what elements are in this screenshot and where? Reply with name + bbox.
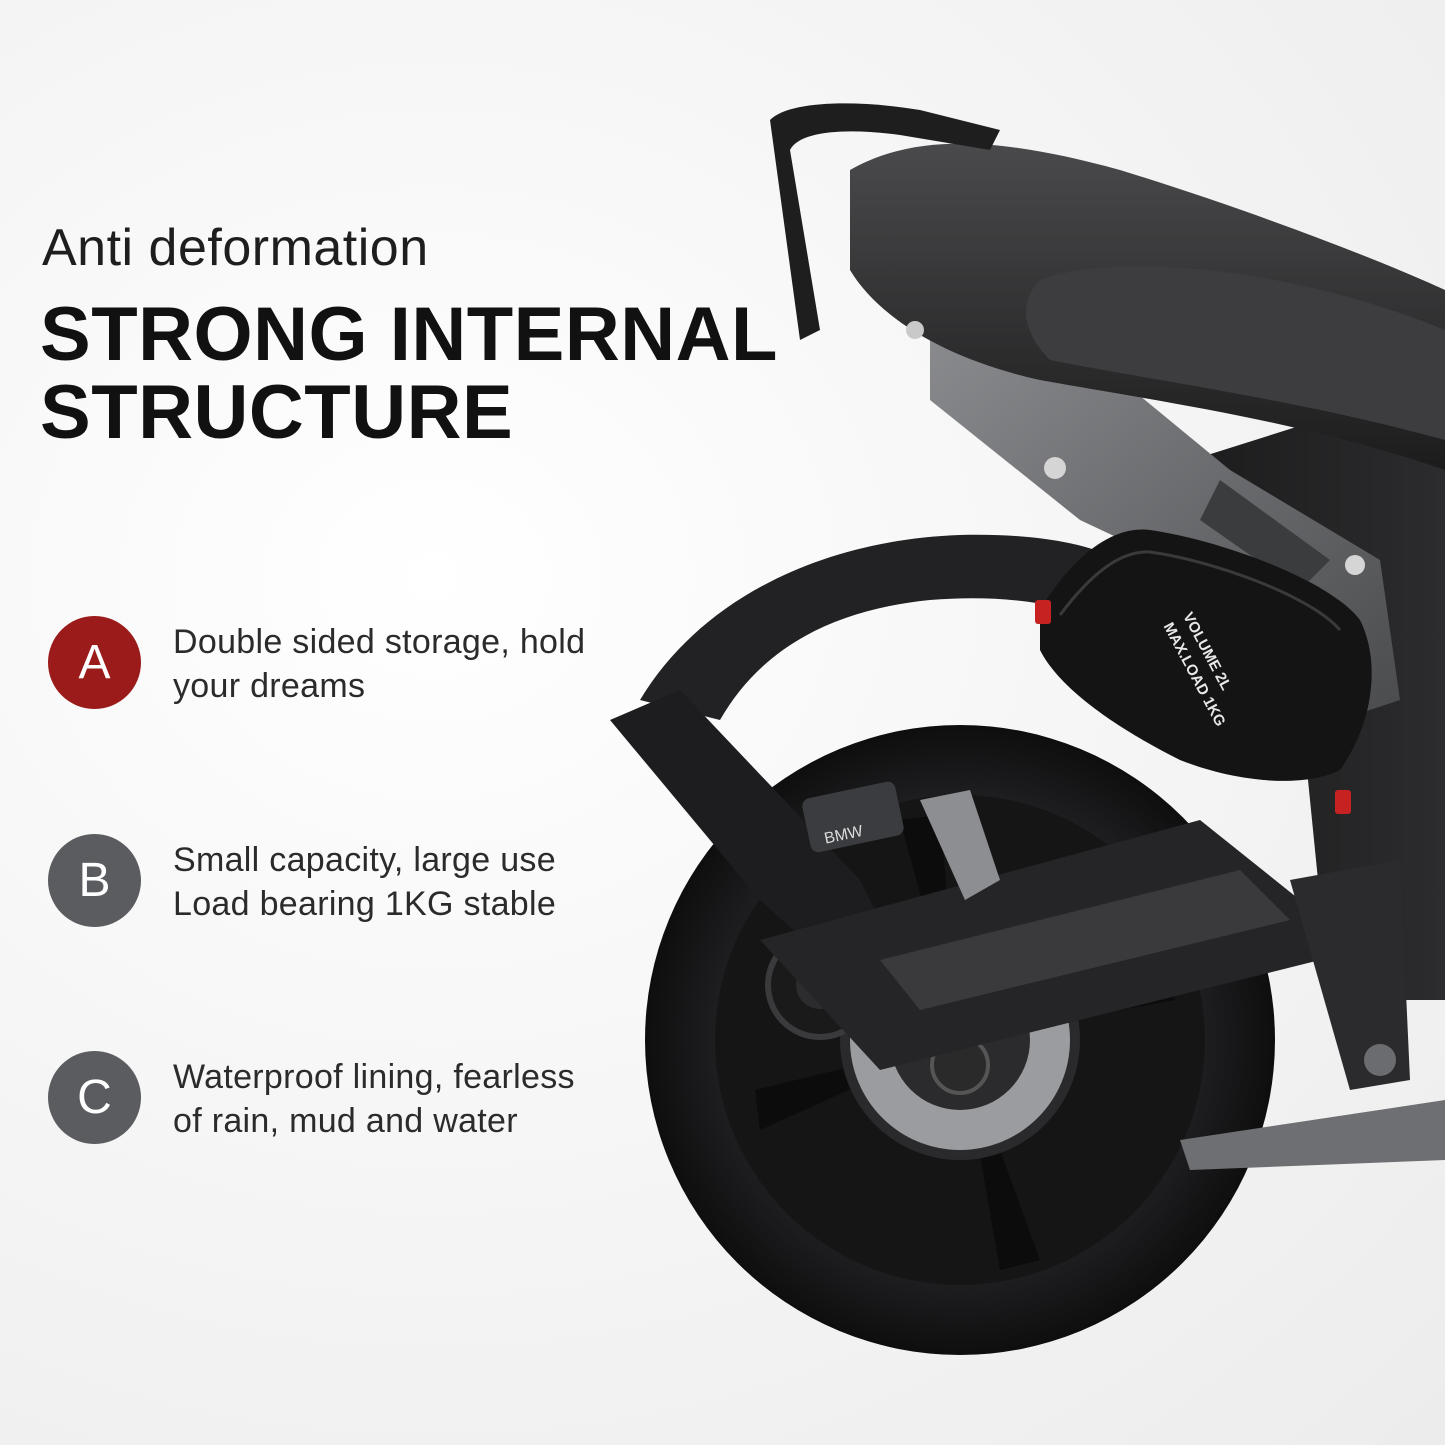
brake-caliper bbox=[802, 781, 904, 853]
feature-a-line-1: Double sided storage, hold bbox=[173, 623, 586, 661]
feature-a-text: Double sided storage, hold your dreams bbox=[173, 620, 643, 708]
rear-fender bbox=[640, 534, 1120, 720]
feature-c: C Waterproof lining, fearless of rain, m… bbox=[48, 1051, 648, 1146]
feature-b-line-2: Load bearing 1KG stable bbox=[173, 885, 557, 923]
feature-c-badge: C bbox=[48, 1051, 141, 1144]
feature-c-line-1: Waterproof lining, fearless bbox=[173, 1058, 575, 1096]
feature-a: A Double sided storage, hold your dreams bbox=[48, 616, 648, 711]
headline-line-2: STRUCTURE bbox=[40, 370, 514, 455]
feature-c-line-2: of rain, mud and water bbox=[173, 1102, 518, 1140]
subtitle: Anti deformation bbox=[42, 219, 429, 277]
feature-b-badge: B bbox=[48, 834, 141, 927]
feature-b: B Small capacity, large use Load bearing… bbox=[48, 834, 648, 929]
feature-b-line-1: Small capacity, large use bbox=[173, 841, 556, 879]
grab-rail bbox=[770, 103, 1000, 340]
saddle-bag bbox=[1040, 529, 1372, 781]
feature-a-badge: A bbox=[48, 616, 141, 709]
headline-line-1: STRONG INTERNAL bbox=[40, 292, 778, 377]
feature-b-text: Small capacity, large use Load bearing 1… bbox=[173, 838, 643, 926]
exhaust bbox=[610, 690, 900, 990]
feature-c-text: Waterproof lining, fearless of rain, mud… bbox=[173, 1055, 643, 1143]
footpeg bbox=[920, 790, 1000, 900]
headline: STRONG INTERNAL STRUCTURE bbox=[40, 296, 800, 452]
feature-a-line-2: your dreams bbox=[173, 667, 366, 705]
